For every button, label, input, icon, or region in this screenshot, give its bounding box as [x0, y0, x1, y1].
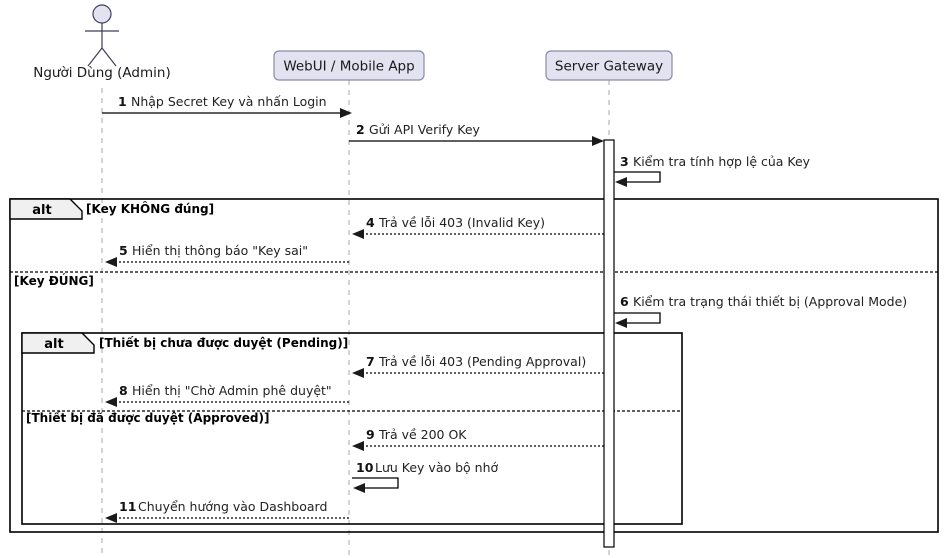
participant-label-actor: Người Dùng (Admin): [33, 65, 170, 81]
message-2[interactable]: 2 Gửi API Verify Key: [349, 122, 604, 146]
fragment-inner-alt-border: [21, 332, 683, 525]
fragment-outer-alt: alt [Key KHÔNG đúng] [Key ĐÚNG]: [9, 198, 939, 533]
message-1-number: 1: [118, 94, 127, 109]
message-3-arrowhead: [615, 177, 627, 187]
message-4-number: 4: [366, 215, 375, 230]
message-2-arrowhead: [592, 136, 604, 146]
participant-label-gateway: Server Gateway: [555, 59, 663, 75]
message-6-label: Kiểm tra trạng thái thiết bị (Approval M…: [633, 294, 907, 309]
message-1-label: Nhập Secret Key và nhấn Login: [131, 94, 327, 109]
message-5[interactable]: 5 Hiển thị thông báo "Key sai": [105, 243, 349, 267]
message-6-number: 6: [620, 294, 629, 309]
message-9-arrowhead: [352, 441, 364, 451]
fragment-inner-alt-operator: alt: [44, 337, 63, 352]
message-11-number: 11: [119, 499, 136, 514]
message-2-label: Gửi API Verify Key: [369, 122, 481, 137]
message-10-arrowhead: [353, 483, 365, 493]
fragment-outer-alt-tab: [9, 198, 83, 220]
message-10-label: Lưu Key vào bộ nhớ: [375, 460, 498, 475]
fragment-inner-alt-guard-1: [Thiết bị chưa được duyệt (Pending)]: [99, 336, 348, 350]
message-3-number: 3: [620, 154, 629, 169]
message-5-arrowhead: [105, 257, 117, 267]
participant-gateway[interactable]: Server Gateway: [545, 50, 673, 81]
message-9-label: Trả về 200 OK: [378, 427, 467, 442]
actor-head-icon: [92, 4, 112, 24]
activation-bar-gateway: [603, 139, 615, 548]
message-3[interactable]: 3 Kiểm tra tính hợp lệ của Key: [614, 154, 811, 187]
message-3-line: [614, 171, 661, 183]
message-10[interactable]: 10 Lưu Key vào bộ nhớ: [352, 460, 498, 493]
participant-label-webui: WebUI / Mobile App: [283, 59, 414, 75]
actor-leg-right-line: [101, 47, 117, 67]
fragment-outer-alt-guard-1: [Key KHÔNG đúng]: [86, 201, 214, 216]
message-6-line: [614, 312, 661, 324]
participant-actor[interactable]: Người Dùng (Admin): [33, 4, 171, 81]
actor-leg-left-line: [87, 47, 103, 67]
message-10-number: 10: [356, 460, 374, 475]
message-10-line: [352, 477, 399, 489]
message-4-arrowhead: [352, 229, 364, 239]
activation-bars-group: [603, 139, 615, 548]
message-5-number: 5: [119, 243, 128, 258]
message-8-number: 8: [119, 383, 128, 398]
message-4-label: Trả về lỗi 403 (Invalid Key): [378, 215, 545, 230]
message-7[interactable]: 7 Trả về lỗi 403 (Pending Approval): [352, 354, 604, 378]
message-5-label: Hiển thị thông báo "Key sai": [132, 243, 308, 258]
lifelines-group: [101, 80, 610, 558]
message-8[interactable]: 8 Hiển thị "Chờ Admin phê duyệt": [105, 383, 349, 407]
message-2-number: 2: [356, 122, 365, 137]
fragment-outer-alt-operator: alt: [32, 203, 51, 218]
message-8-label: Hiển thị "Chờ Admin phê duyệt": [132, 383, 332, 398]
message-11-arrowhead: [105, 513, 117, 523]
message-8-arrowhead: [105, 397, 117, 407]
fragment-outer-alt-border: [9, 198, 939, 533]
message-7-label: Trả về lỗi 403 (Pending Approval): [378, 354, 586, 369]
participant-box-gateway[interactable]: [545, 50, 673, 81]
fragment-inner-alt-tab: [21, 332, 95, 354]
message-7-number: 7: [366, 354, 375, 369]
fragment-outer-alt-guard-2: [Key ĐÚNG]: [14, 273, 94, 288]
message-9-number: 9: [366, 427, 375, 442]
fragment-inner-alt: alt [Thiết bị chưa được duyệt (Pending)]…: [21, 332, 683, 525]
message-1[interactable]: 1 Nhập Secret Key và nhấn Login: [102, 94, 352, 118]
message-7-arrowhead: [352, 368, 364, 378]
message-9[interactable]: 9 Trả về 200 OK: [352, 427, 604, 451]
message-6[interactable]: 6 Kiểm tra trạng thái thiết bị (Approval…: [614, 294, 907, 328]
message-1-arrowhead: [340, 108, 352, 118]
message-11[interactable]: 11 Chuyển hướng vào Dashboard: [105, 499, 349, 523]
message-11-label: Chuyển hướng vào Dashboard: [138, 499, 327, 514]
fragment-inner-alt-guard-2: [Thiết bị đã được duyệt (Approved)]: [26, 411, 269, 425]
message-3-label: Kiểm tra tính hợp lệ của Key: [633, 154, 811, 169]
participant-box-webui[interactable]: [273, 50, 425, 81]
message-6-arrowhead: [615, 318, 627, 328]
participant-webui[interactable]: WebUI / Mobile App: [273, 50, 425, 81]
message-4[interactable]: 4 Trả về lỗi 403 (Invalid Key): [352, 215, 604, 239]
